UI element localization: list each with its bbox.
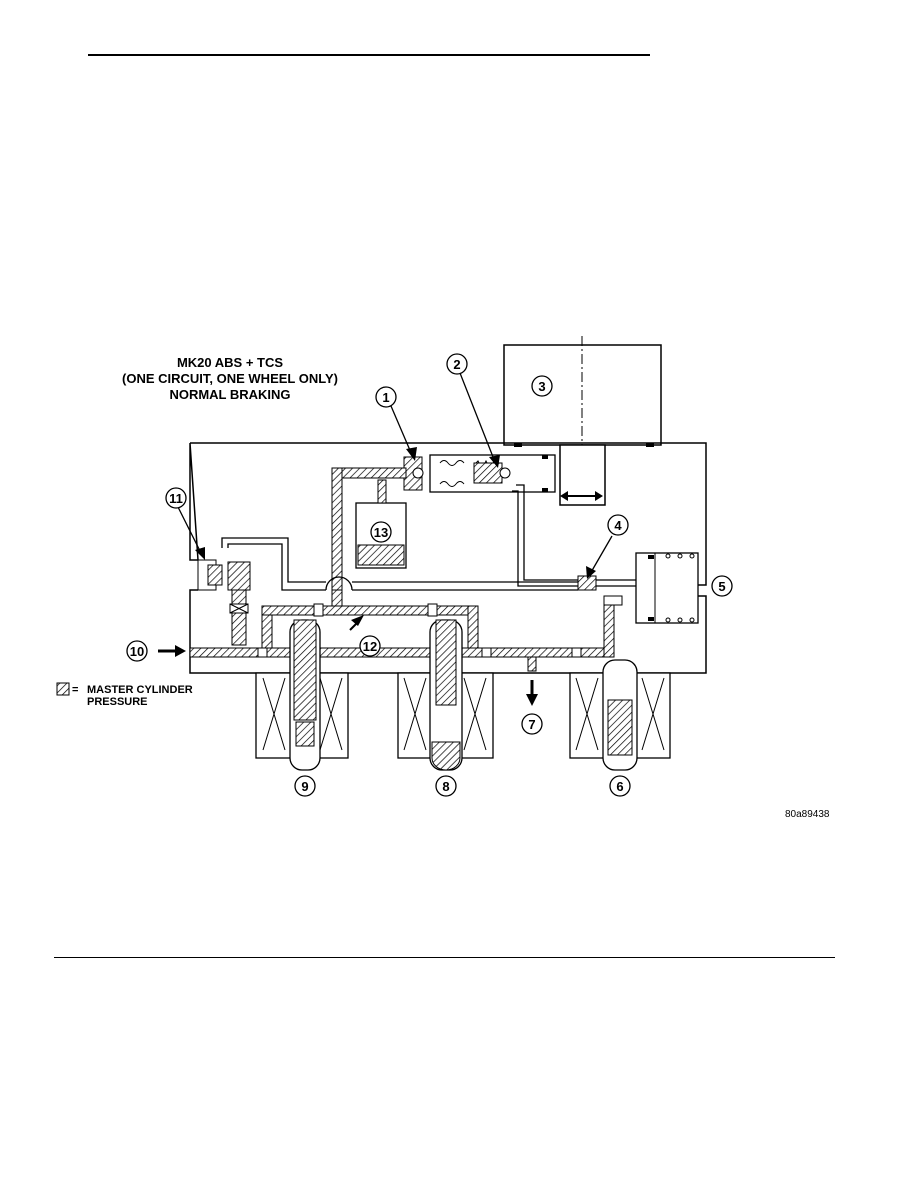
callout-4: 4 <box>607 514 629 536</box>
callout-8: 8 <box>435 775 457 797</box>
title-line-2: (ONE CIRCUIT, ONE WHEEL ONLY) <box>122 371 338 386</box>
title-line-1: MK20 ABS + TCS <box>176 355 284 370</box>
svg-text:3: 3 <box>538 379 545 394</box>
svg-text:7: 7 <box>528 717 535 732</box>
svg-text:1: 1 <box>382 390 389 405</box>
callout-12: 12 <box>359 635 381 657</box>
leader-arrow-1 <box>406 447 417 461</box>
callout-10: 10 <box>126 640 148 662</box>
solenoid-valve-8 <box>397 619 494 771</box>
svg-text:9: 9 <box>301 779 308 794</box>
callout-6: 6 <box>609 775 631 797</box>
master-cylinder-passage <box>189 589 623 672</box>
legend-line-2: PRESSURE <box>87 696 148 708</box>
svg-text:4: 4 <box>614 518 622 533</box>
pump-piston <box>403 454 556 493</box>
leader-arrow-2 <box>489 455 500 468</box>
legend-swatch <box>56 682 70 696</box>
svg-text:10: 10 <box>130 644 144 659</box>
pump-outlet-line <box>512 484 640 591</box>
pressure-damper <box>635 552 699 624</box>
upper-passage <box>221 537 578 591</box>
callout-3: 3 <box>531 375 553 397</box>
svg-text:5: 5 <box>718 579 725 594</box>
callout-leaders <box>177 372 613 575</box>
title-line-3: NORMAL BRAKING <box>169 387 291 402</box>
svg-text:6: 6 <box>616 779 623 794</box>
callout-11: 11 <box>165 487 187 509</box>
outlet-arrow-7 <box>526 680 538 706</box>
legend-label: MASTER CYLINDER PRESSURE <box>87 684 193 708</box>
traction-valve <box>197 559 251 646</box>
solenoid-valve-9 <box>255 619 349 771</box>
accumulator <box>331 467 407 599</box>
svg-text:8: 8 <box>442 779 449 794</box>
legend-equals: = <box>72 684 79 696</box>
svg-text:13: 13 <box>374 525 388 540</box>
svg-text:12: 12 <box>363 639 377 654</box>
figure-id: 80a89438 <box>785 809 830 820</box>
callout-1: 1 <box>375 386 397 408</box>
leader-arrow-4 <box>586 566 596 579</box>
callout-2: 2 <box>446 353 468 375</box>
diagram-title: MK20 ABS + TCS (ONE CIRCUIT, ONE WHEEL O… <box>100 355 360 403</box>
leader-arrow-11 <box>195 547 205 560</box>
pump-chamber-arrow <box>349 615 364 631</box>
callout-5: 5 <box>711 575 733 597</box>
inlet-arrow-10 <box>158 645 186 657</box>
svg-text:11: 11 <box>169 491 183 506</box>
solenoid-valve-6 <box>569 659 671 771</box>
callout-7: 7 <box>521 713 543 735</box>
callout-13: 13 <box>370 521 392 543</box>
svg-text:2: 2 <box>453 357 460 372</box>
pump-motor <box>503 336 662 506</box>
footer-rule <box>54 957 835 958</box>
legend-line-1: MASTER CYLINDER <box>87 684 193 696</box>
callout-9: 9 <box>294 775 316 797</box>
header-rule <box>88 54 650 56</box>
